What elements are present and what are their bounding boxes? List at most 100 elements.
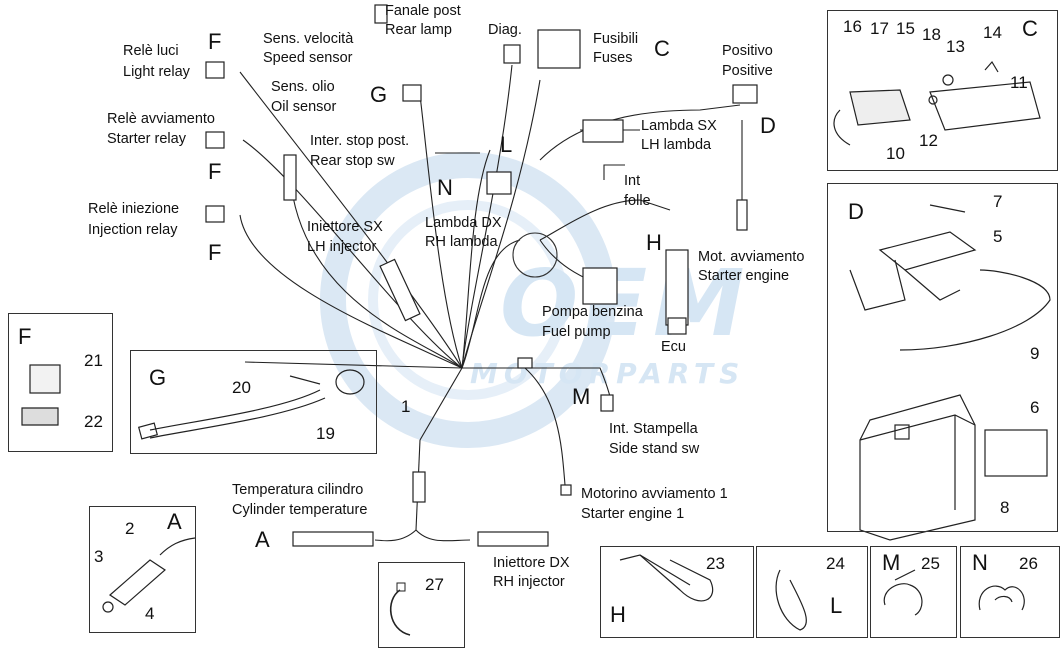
label-starter-engine-it: Mot. avviamento: [698, 249, 805, 265]
box-c-part-18: 18: [922, 25, 941, 44]
label-injector-dx-it: Iniettore DX: [493, 555, 570, 571]
box-m-letter: M: [882, 550, 901, 575]
label-injector-sx-it: Iniettore SX: [307, 219, 383, 235]
box-c-part-11: 11: [1010, 73, 1028, 92]
label-lambda-dx-en: RH lambda: [425, 234, 498, 250]
label-cyl-temp-en: Cylinder temperature: [232, 502, 368, 518]
box-g: [130, 350, 377, 454]
letter-n: N: [437, 175, 453, 200]
letter-l: L: [500, 132, 513, 157]
label-rear-lamp-it: Fanale post: [385, 3, 461, 19]
label-side-stand-it: Int. Stampella: [609, 421, 698, 437]
box-c-part-17: 17: [870, 19, 889, 38]
box-c: [827, 10, 1058, 171]
box-h-part-23: 23: [706, 554, 725, 573]
box-n-letter: N: [972, 550, 988, 575]
label-injector-sx-en: LH injector: [307, 239, 377, 255]
label-starter-engine-en: Starter engine: [698, 268, 790, 284]
letter-speed-sensor: G: [370, 82, 388, 107]
box-m: [870, 546, 957, 638]
label-rear-lamp-en: Rear lamp: [385, 22, 452, 38]
box-d-part-8: 8: [1000, 498, 1010, 517]
label-starter-engine-1-it: Motorino avviamento 1: [581, 486, 728, 502]
label-positive-en: Positive: [722, 63, 773, 79]
box-27: [378, 562, 465, 648]
box-c-part-15: 15: [896, 19, 915, 38]
letter-h: H: [646, 230, 662, 255]
box-l-part-24: 24: [826, 554, 845, 573]
box-d-part-5: 5: [993, 227, 1003, 246]
letter-m: M: [572, 384, 591, 409]
box-g-part-20: 20: [232, 378, 251, 397]
label-side-stand-en: Side stand sw: [609, 441, 700, 457]
label-injector-dx-en: RH injector: [493, 574, 565, 590]
label-lambda-sx-en: LH lambda: [641, 137, 712, 153]
box-m-part-25: 25: [921, 554, 940, 573]
box-a: [89, 506, 196, 633]
letter-positive: D: [760, 113, 776, 138]
box-d: [827, 183, 1058, 532]
label-ecu: Ecu: [661, 339, 686, 355]
box-c-part-10: 10: [886, 144, 905, 163]
box-h: [600, 546, 754, 638]
box-h-letter: H: [610, 602, 626, 627]
box-f-letter: F: [18, 324, 32, 349]
label-fuel-pump-en: Fuel pump: [542, 324, 611, 340]
label-rear-stop-it: Inter. stop post.: [310, 133, 410, 149]
letter-fuses: C: [654, 36, 670, 61]
label-light-relay-it: Relè luci: [123, 43, 179, 59]
label-oil-sensor-it: Sens. olio: [271, 79, 335, 95]
letter-a: A: [255, 527, 270, 552]
box-a-letter: A: [167, 509, 182, 534]
label-starter-relay-it: Relè avviamento: [107, 111, 215, 127]
box-a-part-3: 3: [94, 547, 104, 566]
watermark-brand: OEM: [500, 250, 751, 357]
box-d-part-7: 7: [993, 192, 1003, 211]
box-n-part-26: 26: [1019, 554, 1038, 573]
label-cyl-temp-it: Temperatura cilindro: [232, 482, 364, 498]
label-speed-sensor-it: Sens. velocità: [263, 31, 354, 47]
label-positive-it: Positivo: [722, 43, 773, 59]
box-d-part-9: 9: [1030, 344, 1040, 363]
label-diag: Diag.: [488, 22, 522, 38]
label-light-relay-en: Light relay: [123, 64, 190, 80]
label-fuses-en: Fuses: [593, 50, 633, 66]
label-lambda-sx-it: Lambda SX: [641, 118, 717, 134]
box-f-part-21: 21: [84, 351, 103, 370]
label-int-folle-1: Int: [624, 173, 641, 189]
label-oil-sensor-en: Oil sensor: [271, 99, 337, 115]
box-g-letter: G: [149, 365, 167, 390]
box-c-letter: C: [1022, 16, 1038, 41]
box-27-part-27: 27: [425, 575, 444, 594]
box-l-letter: L: [830, 593, 843, 618]
letter-starter-relay: F: [208, 159, 222, 184]
label-starter-relay-en: Starter relay: [107, 131, 186, 147]
label-fuses-it: Fusibili: [593, 31, 639, 47]
label-rear-stop-en: Rear stop sw: [310, 153, 395, 169]
label-lambda-dx-it: Lambda DX: [425, 215, 502, 231]
label-injection-relay-it: Relè iniezione: [88, 201, 180, 217]
box-d-part-6: 6: [1030, 398, 1040, 417]
box-c-part-16: 16: [843, 17, 862, 36]
box-f: [8, 313, 113, 452]
watermark-tagline: MOTORPARTS: [470, 357, 746, 390]
box-c-part-13: 13: [946, 37, 965, 56]
box-a-part-4: 4: [145, 604, 155, 623]
box-n: [960, 546, 1060, 638]
label-harness-1: 1: [401, 397, 411, 416]
box-c-part-12: 12: [919, 131, 938, 150]
box-l: [756, 546, 868, 638]
box-a-part-2: 2: [125, 519, 135, 538]
box-c-part-14: 14: [983, 23, 1002, 42]
box-g-part-19: 19: [316, 424, 335, 443]
letter-injection-relay: F: [208, 240, 222, 265]
box-d-letter: D: [848, 199, 864, 224]
label-starter-engine-1-en: Starter engine 1: [581, 506, 685, 522]
label-fuel-pump-it: Pompa benzina: [542, 304, 643, 320]
letter-light-relay: F: [208, 29, 222, 54]
label-injection-relay-en: Injection relay: [88, 222, 178, 238]
label-speed-sensor-en: Speed sensor: [263, 50, 353, 66]
label-int-folle-2: folle: [624, 193, 651, 209]
